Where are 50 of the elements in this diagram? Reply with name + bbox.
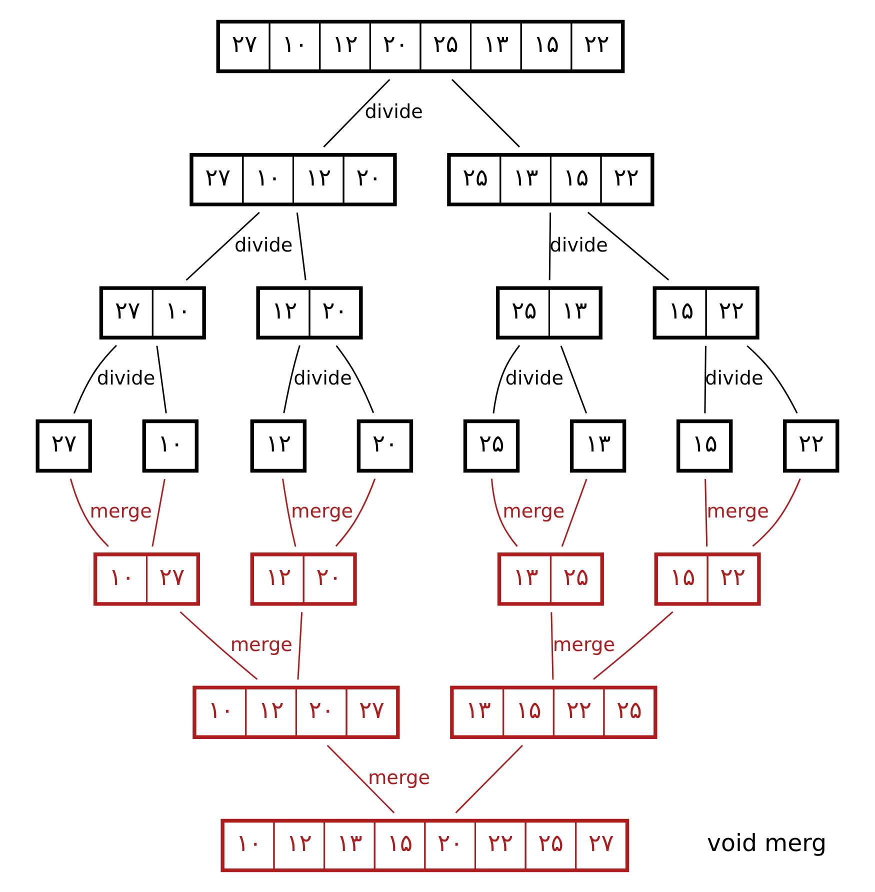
connector (704, 478, 708, 546)
connector (152, 478, 166, 547)
connector (283, 345, 300, 414)
label: void merg (706, 829, 826, 858)
edge-label: divide (294, 366, 352, 390)
connector (746, 345, 798, 414)
edge-label: divide (234, 233, 293, 256)
edge-label: divide (364, 100, 423, 124)
connector (593, 611, 674, 680)
edge-label: merge (291, 500, 354, 523)
connector (70, 478, 109, 548)
edge-label: divide (96, 366, 156, 390)
node-box: ۱۰ (142, 419, 199, 473)
edge-label: merge (552, 632, 616, 656)
connector (548, 212, 552, 280)
edge-label: merge (502, 500, 565, 523)
edge-label: merge (230, 632, 292, 656)
edge-label: merge (90, 500, 152, 523)
edge-label: merge (368, 766, 430, 789)
edge-label: divide (705, 366, 764, 390)
connector (492, 345, 520, 414)
edge-label: divide (505, 366, 564, 390)
node-box: ۲۷ ۱۰ ۱۲ ۲۰ ۲۵ ۱۳ ۱۵ ۲۲ (216, 20, 625, 74)
connector (451, 78, 520, 148)
connector (180, 611, 258, 680)
node-box: ۱۳ (570, 419, 626, 473)
connector (336, 345, 374, 414)
connector (156, 346, 167, 414)
connector (296, 212, 306, 280)
connector (73, 344, 117, 414)
connector (186, 212, 260, 281)
connector (335, 478, 376, 547)
node-box: ۲۵ (463, 419, 520, 473)
connector (550, 612, 554, 680)
node-box: ۱۲ (250, 419, 307, 473)
connector (704, 346, 706, 414)
connector (297, 612, 303, 680)
connector (560, 346, 588, 414)
connector (752, 478, 801, 547)
connector (455, 744, 524, 814)
connector (326, 744, 395, 814)
node-box: ۱۵ (676, 419, 733, 473)
node-box: ۲۰ (356, 419, 414, 473)
connector (323, 78, 390, 148)
connector (490, 478, 518, 547)
edge-label: divide (550, 233, 608, 256)
edge-label: merge (706, 500, 769, 523)
connector (561, 478, 588, 547)
connector (282, 478, 296, 547)
connector (587, 212, 670, 281)
